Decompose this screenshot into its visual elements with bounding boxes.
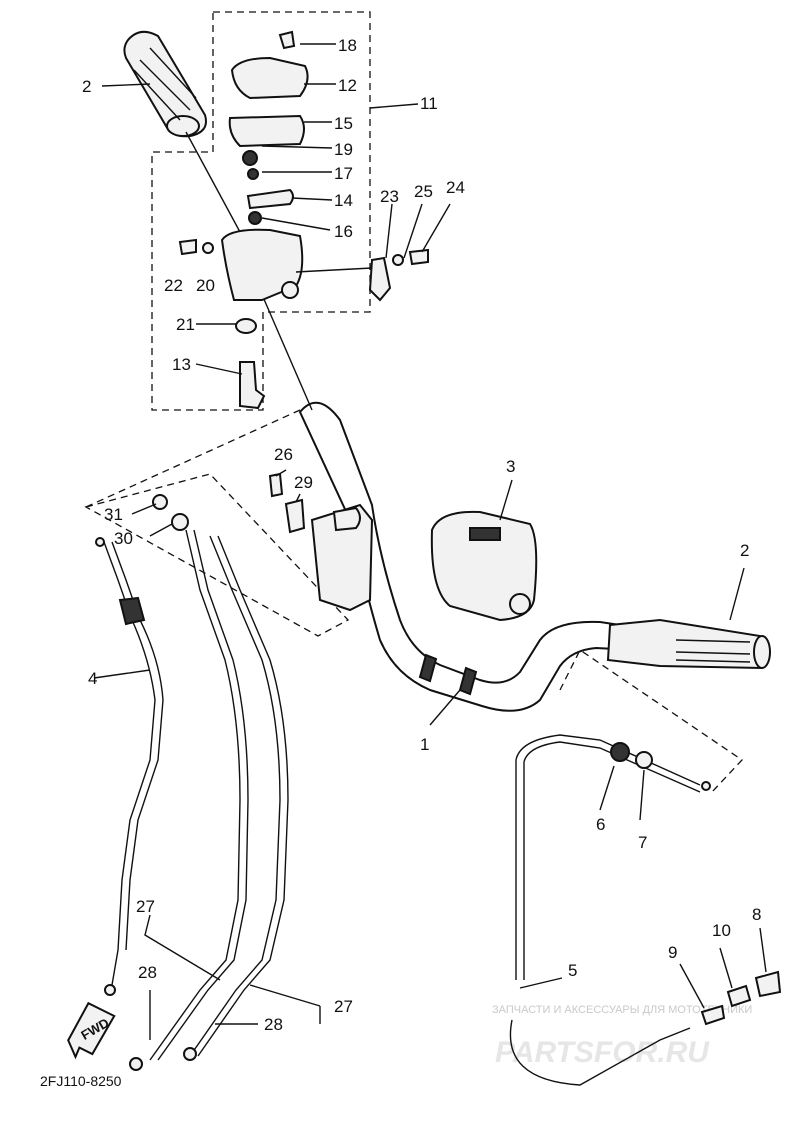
label-2-left: 2 [82, 77, 91, 96]
label-24: 24 [446, 178, 465, 197]
diagram-code: 2FJ110-8250 [40, 1073, 122, 1089]
label-1: 1 [420, 735, 429, 754]
label-27-right: 27 [334, 997, 353, 1016]
label-12: 12 [338, 76, 357, 95]
label-11: 11 [420, 94, 438, 113]
label-25: 25 [414, 182, 433, 201]
label-31: 31 [104, 505, 123, 524]
label-17: 17 [334, 164, 353, 183]
label-4: 4 [88, 669, 97, 688]
label-19: 19 [334, 140, 353, 159]
label-16: 16 [334, 222, 353, 241]
grip-left [123, 30, 241, 233]
label-21: 21 [176, 315, 195, 334]
label-10: 10 [712, 921, 731, 940]
label-27-left: 27 [136, 897, 155, 916]
switch-assembly-box [151, 11, 371, 411]
label-29: 29 [294, 473, 313, 492]
label-13: 13 [172, 355, 191, 374]
label-26: 26 [274, 445, 293, 464]
label-9: 9 [668, 943, 677, 962]
label-7: 7 [638, 833, 647, 852]
label-28-right: 28 [264, 1015, 283, 1034]
cable-right [509, 734, 782, 1086]
watermark-logo: PARTSFOR.RU [495, 1036, 710, 1069]
label-30: 30 [114, 529, 133, 548]
throttle-housing [152, 472, 374, 612]
watermark-line: ЗАПЧАСТИ И АКСЕССУАРЫ ДЛЯ МОТОТЕХНИКИ [492, 1004, 752, 1016]
throttle-housing-box [84, 473, 350, 637]
label-20: 20 [196, 276, 215, 295]
dashed-leader [85, 409, 301, 508]
label-18: 18 [338, 36, 357, 55]
label-22: 22 [164, 276, 183, 295]
part-labels: 2 18 12 11 15 19 17 14 16 23 25 24 22 20… [82, 36, 761, 1034]
leader-lines [93, 43, 767, 1040]
label-28-left: 28 [138, 963, 157, 982]
label-15: 15 [334, 114, 353, 133]
label-5: 5 [568, 961, 577, 980]
label-23: 23 [380, 187, 399, 206]
label-3: 3 [506, 457, 515, 476]
label-14: 14 [334, 191, 353, 210]
grip-right [606, 618, 771, 670]
switch-3 [430, 510, 538, 622]
switch-parts-stack [178, 30, 429, 410]
fwd-arrow: FWD [67, 1001, 116, 1060]
label-8: 8 [752, 905, 761, 924]
handlebar [259, 289, 642, 712]
label-2-right: 2 [740, 541, 749, 560]
cables-left [95, 529, 289, 1071]
label-6: 6 [596, 815, 605, 834]
